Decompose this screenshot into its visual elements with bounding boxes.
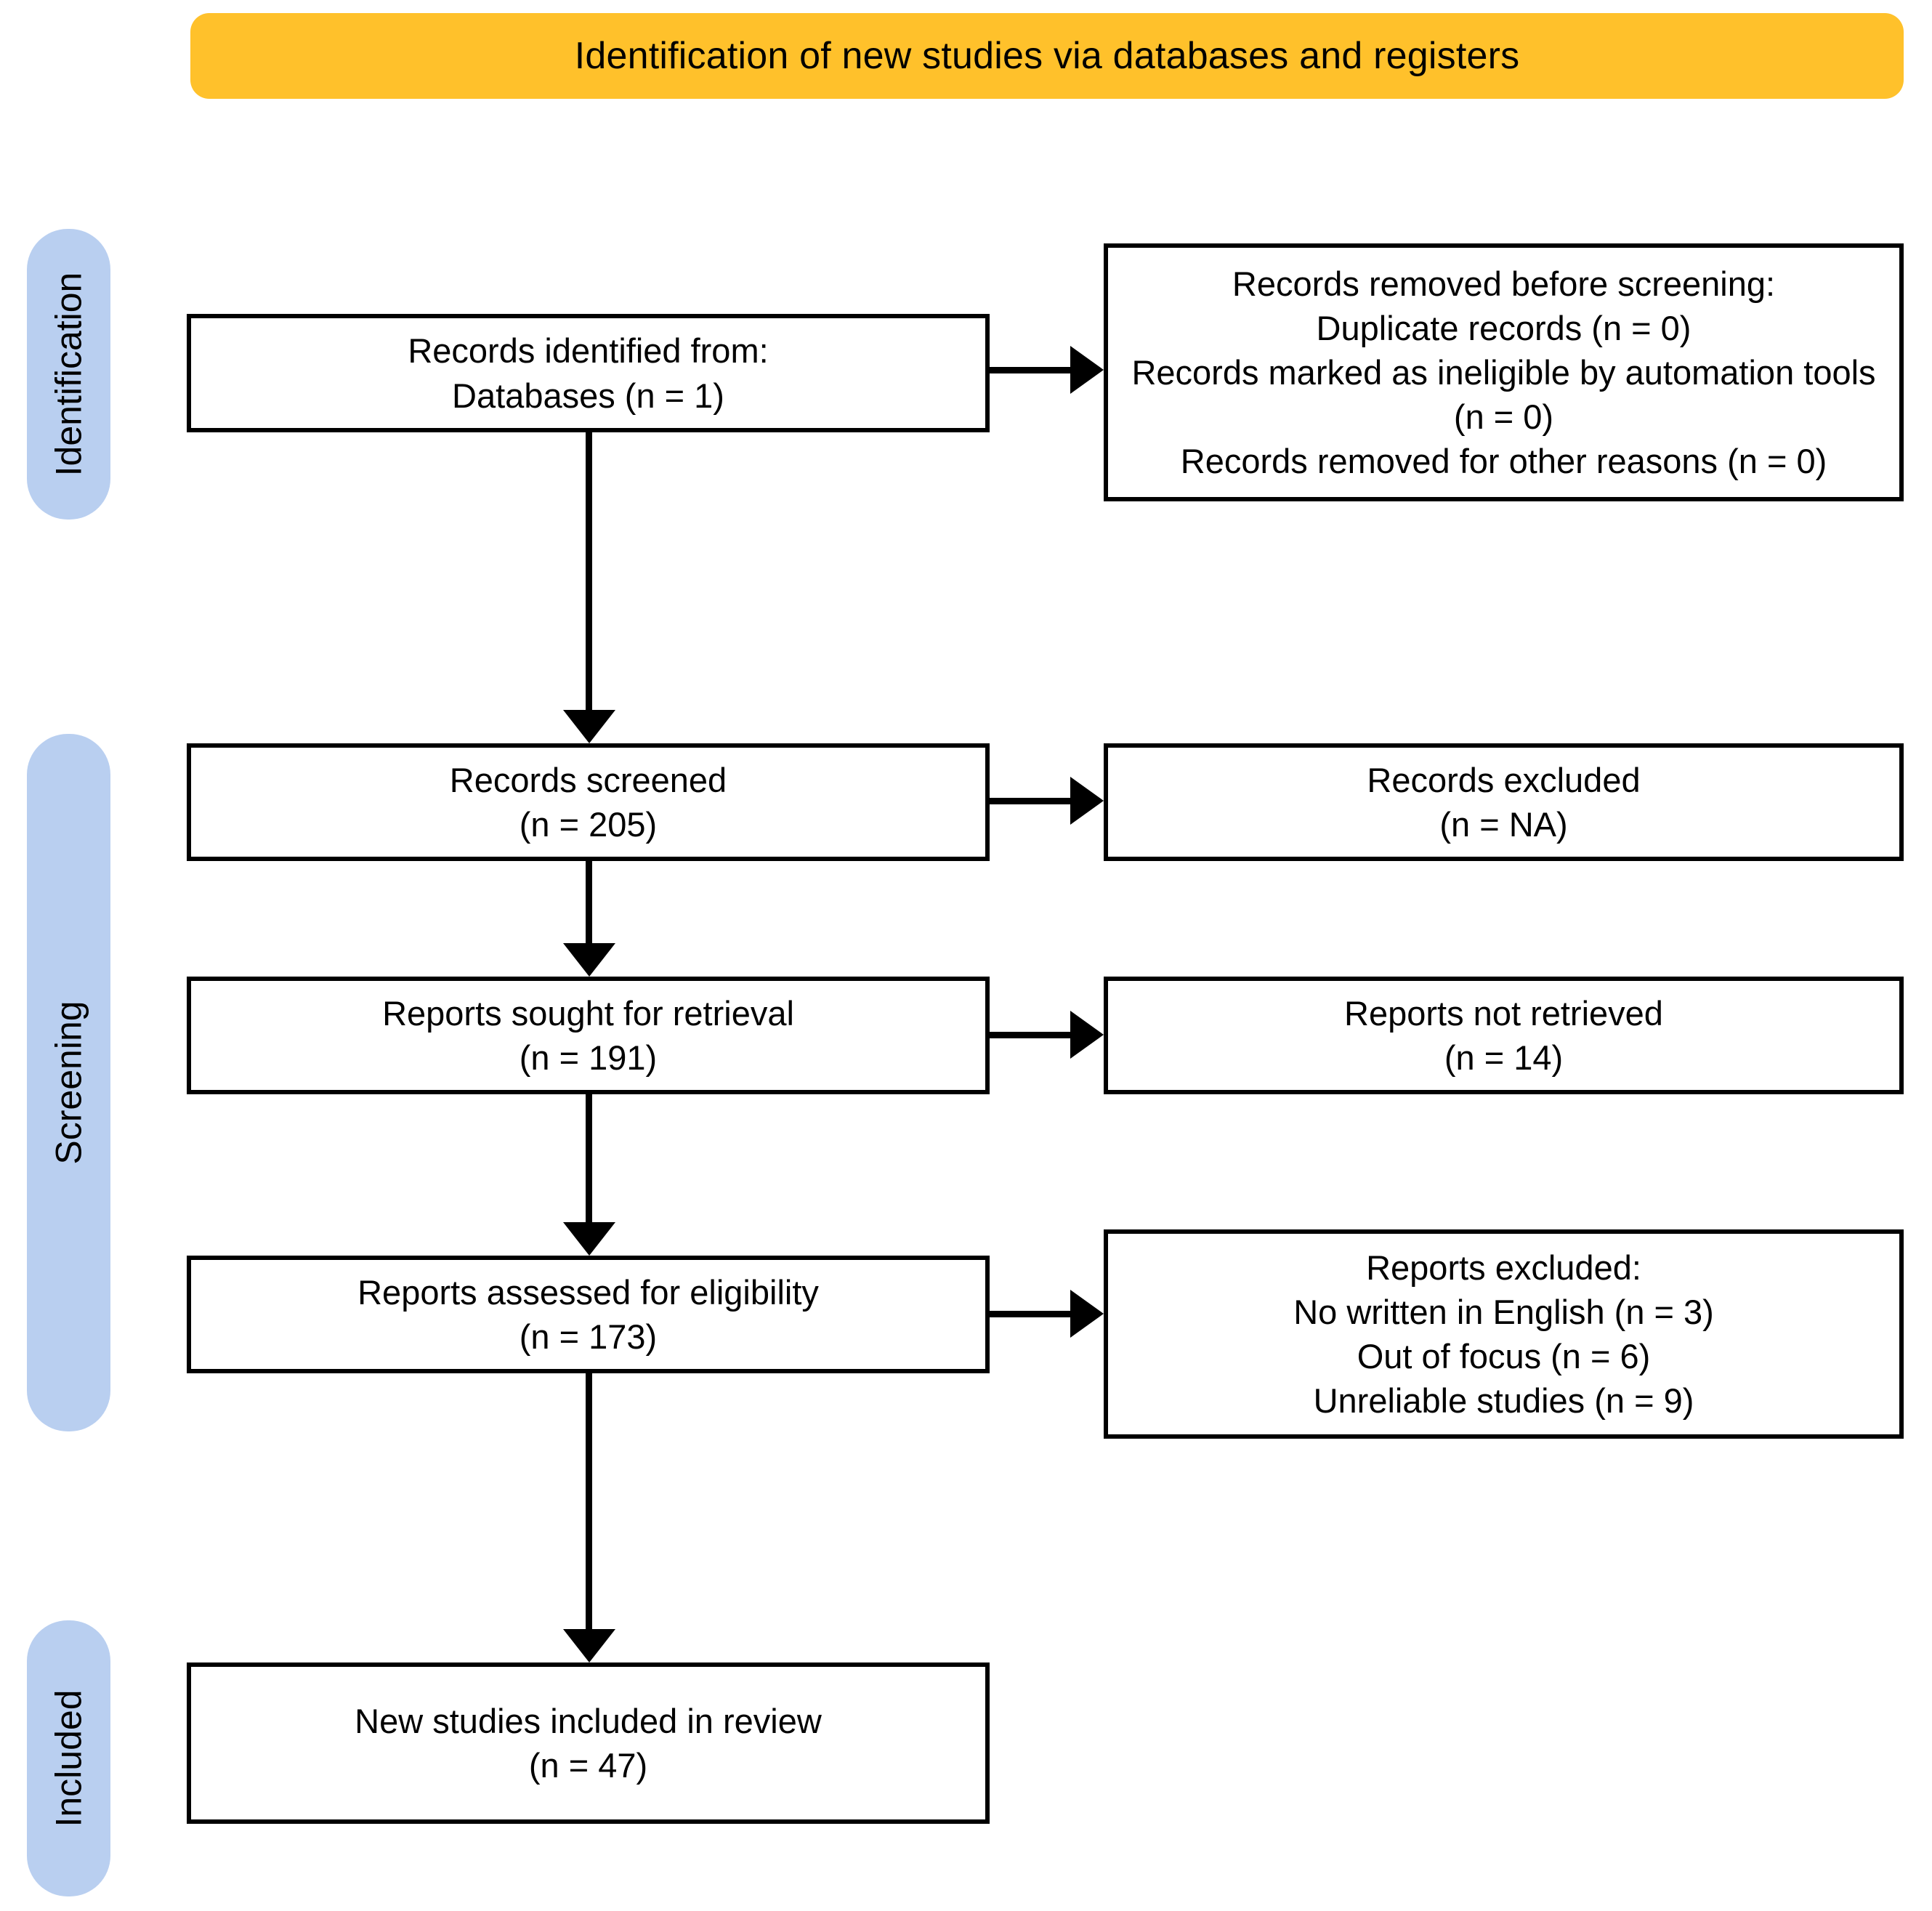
connector-identified-to-screened xyxy=(586,431,592,722)
connector-assessed-to-included xyxy=(586,1372,592,1641)
box-reports-excluded: Reports excluded: No written in English … xyxy=(1104,1229,1904,1439)
arrowhead-down-icon xyxy=(563,1629,615,1662)
arrowhead-down-icon xyxy=(563,1222,615,1256)
box-reports-assessed-for-eligibility: Reports assessed for eligibility (n = 17… xyxy=(187,1256,990,1373)
arrowhead-right-icon xyxy=(1070,346,1104,394)
connector-sought-to-assessed xyxy=(586,1093,592,1234)
box-line: Reports sought for retrieval xyxy=(382,993,794,1033)
diagram-title: Identification of new studies via databa… xyxy=(574,35,1520,77)
box-line: Databases (n = 1) xyxy=(452,376,724,415)
connector-identified-to-removed xyxy=(988,367,1079,373)
box-new-studies-included: New studies included in review (n = 47) xyxy=(187,1662,990,1824)
arrowhead-down-icon xyxy=(563,710,615,743)
box-reports-sought-for-retrieval: Reports sought for retrieval (n = 191) xyxy=(187,977,990,1094)
stage-pill-identification: Identification xyxy=(27,229,110,520)
arrowhead-right-icon xyxy=(1070,1011,1104,1059)
box-line: No written in English (n = 3) xyxy=(1293,1292,1714,1331)
arrowhead-right-icon xyxy=(1070,777,1104,825)
connector-sought-to-not-retrieved xyxy=(988,1032,1079,1038)
stage-pill-screening: Screening xyxy=(27,734,110,1431)
diagram-header-banner: Identification of new studies via databa… xyxy=(190,13,1904,99)
box-records-identified: Records identified from: Databases (n = … xyxy=(187,314,990,432)
arrowhead-right-icon xyxy=(1070,1290,1104,1338)
stage-label-included: Included xyxy=(48,1689,89,1827)
arrowhead-down-icon xyxy=(563,943,615,977)
box-line: (n = 205) xyxy=(519,805,658,844)
stage-label-screening: Screening xyxy=(48,1001,89,1165)
box-line: Records screened xyxy=(449,760,727,799)
box-line: (n = 191) xyxy=(519,1038,658,1077)
box-line: (n = NA) xyxy=(1439,805,1568,844)
connector-screened-to-sought xyxy=(586,860,592,954)
box-reports-not-retrieved: Reports not retrieved (n = 14) xyxy=(1104,977,1904,1094)
box-records-excluded: Records excluded (n = NA) xyxy=(1104,743,1904,861)
box-line: Records identified from: xyxy=(408,331,769,371)
box-line: Records removed for other reasons (n = 0… xyxy=(1180,442,1827,481)
box-line: Records removed before screening: xyxy=(1232,264,1776,303)
box-line: Records excluded xyxy=(1367,760,1641,799)
box-records-screened: Records screened (n = 205) xyxy=(187,743,990,861)
box-line: Reports assessed for eligibility xyxy=(357,1272,819,1312)
box-line: (n = 47) xyxy=(528,1746,648,1785)
box-line: Unreliable studies (n = 9) xyxy=(1313,1381,1694,1421)
box-line: (n = 14) xyxy=(1444,1038,1564,1077)
box-line: Duplicate records (n = 0) xyxy=(1316,308,1691,347)
connector-screened-to-excluded xyxy=(988,798,1079,804)
box-records-removed-before-screening: Records removed before screening: Duplic… xyxy=(1104,243,1904,501)
connector-assessed-to-reports-excluded xyxy=(988,1311,1079,1317)
box-line: (n = 173) xyxy=(519,1317,658,1356)
box-line: Records marked as ineligible by automati… xyxy=(1131,352,1876,437)
box-line: Out of focus (n = 6) xyxy=(1357,1337,1651,1375)
box-line: Reports excluded: xyxy=(1366,1248,1641,1287)
box-line: New studies included in review xyxy=(355,1701,822,1740)
stage-label-identification: Identification xyxy=(48,272,89,477)
box-line: Reports not retrieved xyxy=(1344,993,1663,1033)
stage-pill-included: Included xyxy=(27,1620,110,1896)
